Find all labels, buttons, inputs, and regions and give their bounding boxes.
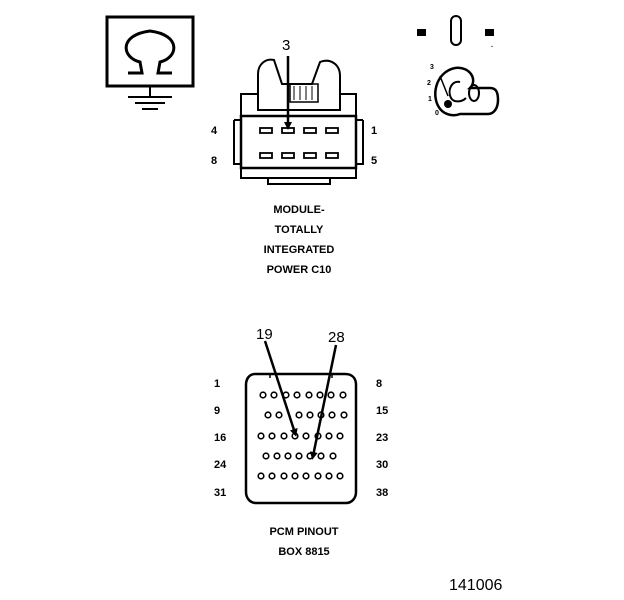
pcm-pin-hole: [280, 472, 288, 480]
pcm-row-label: 30: [376, 459, 388, 471]
svg-text:.: .: [491, 42, 493, 49]
pcm-pin-hole: [273, 452, 281, 460]
ignition-position-3: 3: [430, 64, 434, 71]
pcm-pin-hole: [257, 432, 265, 440]
figure-number: 141006: [449, 577, 502, 594]
pcm-pin-hole: [329, 452, 337, 460]
pcm-pin-hole: [275, 411, 283, 419]
pcm-pin-hole: [293, 391, 301, 399]
pcm-pin-hole: [306, 411, 314, 419]
pcm-pin-hole: [317, 452, 325, 460]
pcm-pin-hole: [257, 472, 265, 480]
pcm-pin-hole: [336, 472, 344, 480]
pcm-pin-hole: [302, 472, 310, 480]
pcm-callout-19: 19: [256, 326, 273, 343]
pcm-pin-hole: [339, 391, 347, 399]
pcm-pin-hole: [295, 411, 303, 419]
module-caption-line: INTEGRATED: [264, 244, 335, 256]
pcm-pin-hole: [270, 391, 278, 399]
pcm-pin-hole: [306, 452, 314, 460]
pcm-pin-hole: [302, 432, 310, 440]
pcm-pin-hole: [291, 472, 299, 480]
module-pin-callout: 3: [282, 37, 290, 54]
module-caption: MODULE- TOTALLY INTEGRATED POWER C10: [264, 204, 335, 276]
pcm-row-label: 16: [214, 432, 226, 444]
pcm-pin-hole: [268, 472, 276, 480]
ignition-position-1: 1: [428, 96, 432, 103]
pcm-pin-19-arrow: [263, 340, 298, 437]
ignition-key-icon: . 3 2 1 0: [417, 15, 500, 117]
pcm-pin-hole: [327, 391, 335, 399]
module-pin-label-5: 5: [371, 155, 377, 167]
pcm-row-label: 38: [376, 487, 388, 499]
pcm-pin-hole: [295, 452, 303, 460]
pcm-row-label: 23: [376, 432, 388, 444]
pcm-row-labels-right: 8 15 23 30 38: [376, 378, 388, 499]
module-pin-label-8: 8: [211, 155, 217, 167]
module-caption-line: POWER C10: [267, 264, 332, 276]
pcm-caption-line: BOX 8815: [278, 546, 329, 558]
module-pin-label-4: 4: [211, 125, 218, 137]
module-pin-label-1: 1: [371, 125, 377, 137]
pcm-pin-hole: [328, 411, 336, 419]
pcm-pin-hole: [325, 472, 333, 480]
pcm-callout-28: 28: [328, 329, 345, 346]
pcm-pin-hole: [259, 391, 267, 399]
pcm-pin-hole: [268, 432, 276, 440]
pcm-caption-line: PCM PINOUT: [269, 526, 338, 538]
pcm-row-label: 31: [214, 487, 226, 499]
pcm-row-labels-left: 1 9 16 24 31: [214, 378, 227, 499]
pcm-pin-hole: [284, 452, 292, 460]
module-pin-slots: [259, 127, 339, 159]
pcm-pin-holes: [257, 391, 348, 480]
pcm-pin-hole: [340, 411, 348, 419]
pcm-row-label: 9: [214, 405, 220, 417]
pcm-connector: [244, 340, 358, 505]
pcm-pin-hole: [280, 432, 288, 440]
pcm-pin-hole: [291, 432, 299, 440]
pcm-row-label: 24: [214, 459, 227, 471]
pcm-pin-28-arrow: [309, 344, 338, 460]
pcm-pin-hole: [262, 452, 270, 460]
ignition-position-2: 2: [427, 80, 431, 87]
module-caption-line: MODULE-: [273, 204, 325, 216]
ignition-position-0: 0: [435, 110, 439, 117]
pcm-pin-hole: [325, 432, 333, 440]
pcm-pin-hole: [305, 391, 313, 399]
pcm-row-label: 1: [214, 378, 220, 390]
pcm-pin-hole: [314, 472, 322, 480]
module-connector-c10: [233, 56, 364, 185]
pcm-pin-hole: [336, 432, 344, 440]
pcm-caption: PCM PINOUT BOX 8815: [269, 526, 338, 558]
pcm-row-label: 15: [376, 405, 388, 417]
pcm-pin-hole: [316, 391, 324, 399]
pcm-pin-hole: [264, 411, 272, 419]
pcm-row-label: 8: [376, 378, 382, 390]
module-caption-line: TOTALLY: [275, 224, 324, 236]
ohmmeter-omega-icon: [105, 15, 195, 110]
